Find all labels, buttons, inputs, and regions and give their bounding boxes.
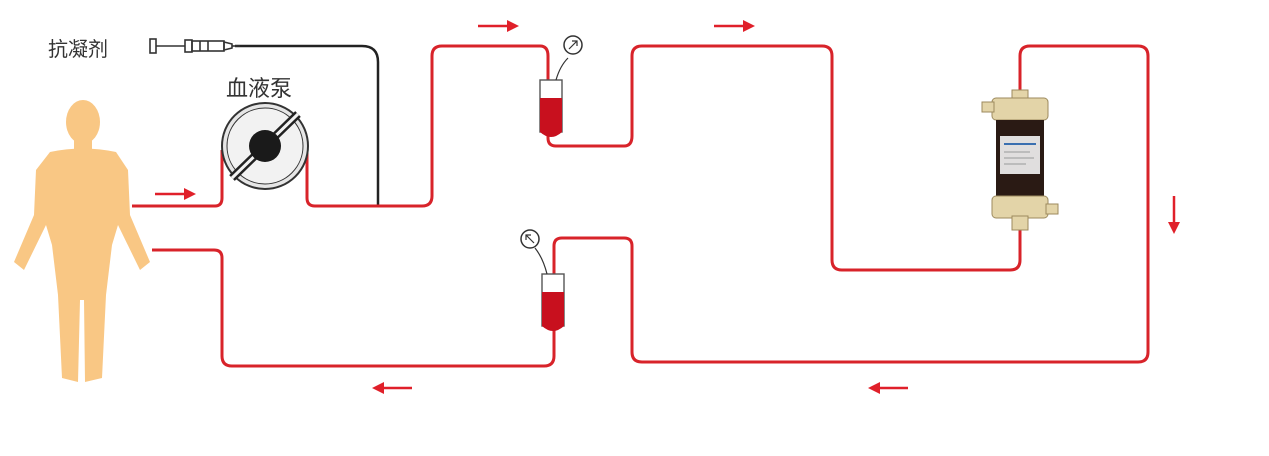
venous-return-line bbox=[152, 248, 556, 368]
blood-pump-icon bbox=[221, 102, 309, 190]
arterial-drip-chamber-icon bbox=[539, 57, 569, 137]
flow-arrow-icon bbox=[1168, 196, 1180, 234]
pump-outlet-line bbox=[305, 44, 550, 208]
arterial-pressure-gauge-icon bbox=[563, 35, 583, 55]
drip-to-dialyzer-line bbox=[546, 44, 1022, 272]
flow-arrows bbox=[155, 20, 1180, 394]
flow-arrow-icon bbox=[372, 382, 412, 394]
venous-pressure-gauge-icon bbox=[520, 229, 540, 249]
dialyzer-icon bbox=[981, 89, 1059, 231]
human-figure-icon bbox=[14, 100, 150, 382]
venous-drip-chamber-icon bbox=[534, 247, 565, 331]
blood-pump-label: 血液泵 bbox=[226, 77, 292, 102]
flow-arrow-icon bbox=[478, 20, 519, 32]
arterial-line bbox=[132, 150, 224, 208]
flow-arrow-icon bbox=[155, 188, 196, 200]
anticoagulant-line bbox=[235, 44, 380, 205]
anticoagulant-label: 抗凝剂 bbox=[48, 37, 108, 61]
flow-arrow-icon bbox=[714, 20, 755, 32]
blood-tubing bbox=[132, 44, 1150, 368]
syringe-icon bbox=[149, 38, 240, 54]
dialyzer-outlet-line bbox=[552, 44, 1150, 364]
flow-arrow-icon bbox=[868, 382, 908, 394]
